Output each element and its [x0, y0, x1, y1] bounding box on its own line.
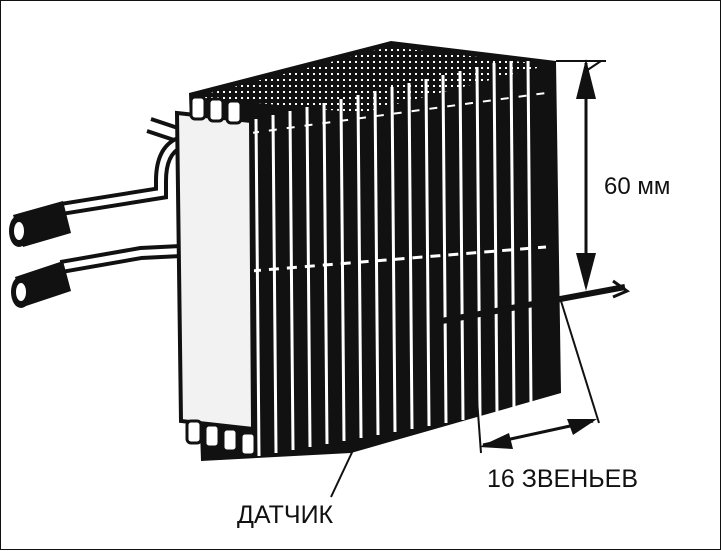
segments-label: 16 ЗВЕНЬЕВ: [487, 465, 638, 493]
sensor-label: ДАТЧИК: [237, 501, 334, 529]
dimension-60mm: [556, 59, 606, 291]
dimension-label: 60 мм: [604, 173, 670, 200]
sensor-probe: [430, 279, 631, 326]
evaporator-core: [174, 41, 561, 461]
refrigerant-pipes: [9, 117, 183, 308]
sensor-leader-line: [330, 445, 356, 498]
dimension-16-segments: [470, 300, 600, 454]
